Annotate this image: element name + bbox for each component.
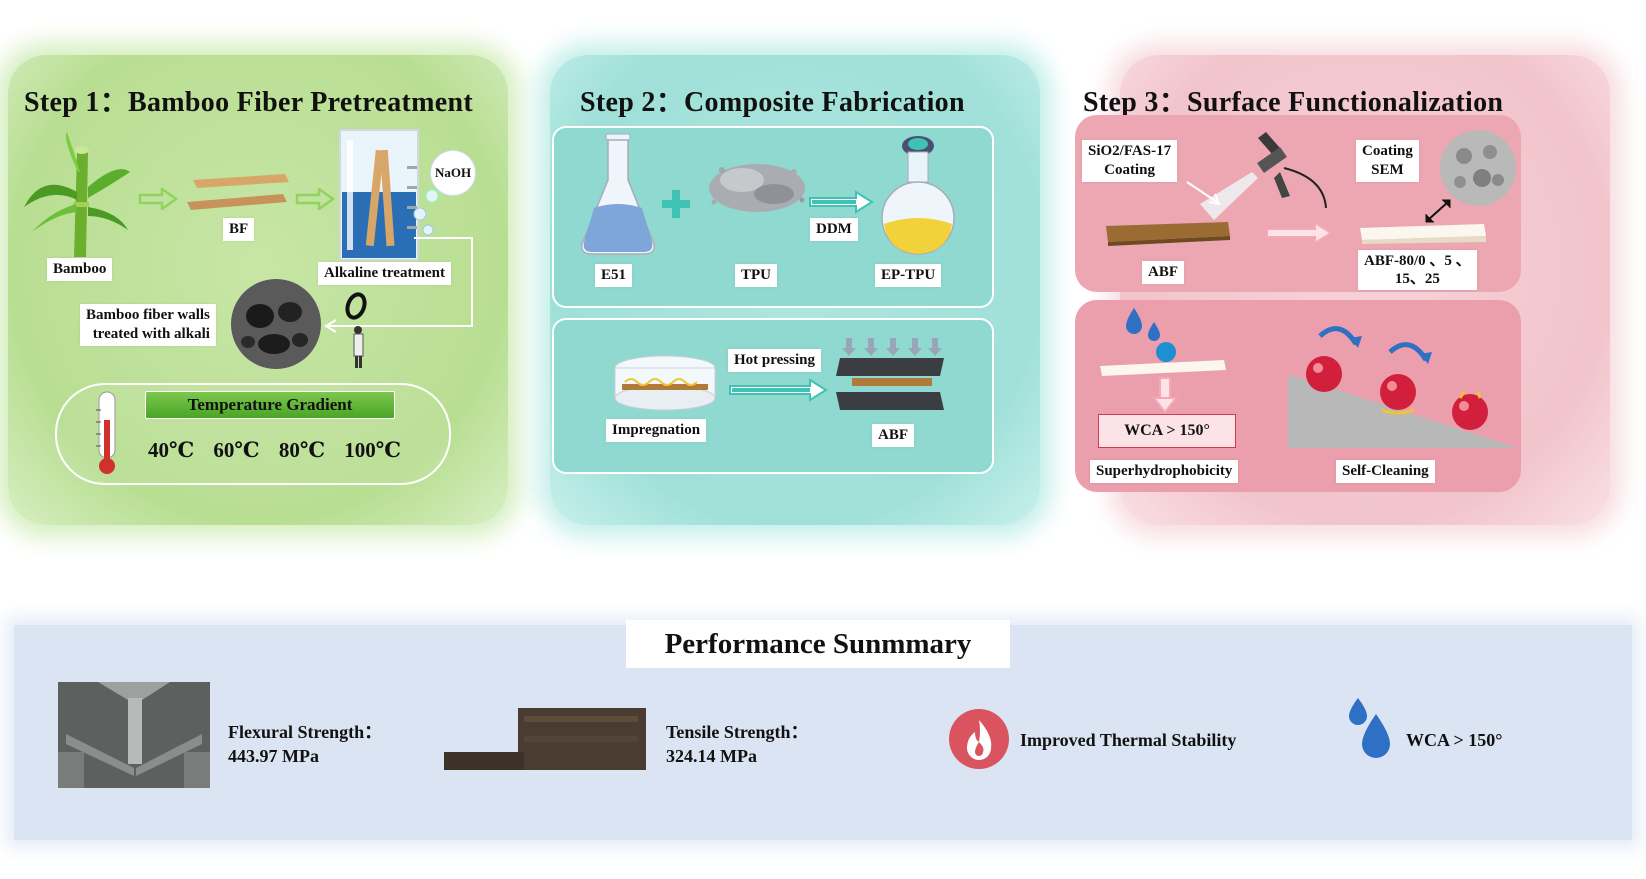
temperature-40: 40℃ [148,438,195,462]
flexural-strength-label: Flexural Strength： [228,722,383,742]
coating-label-line2: Coating [1104,162,1155,178]
temperature-100: 100℃ [344,438,401,462]
bf-label: BF [223,218,255,241]
coating-label-line1: SiO2/FAS-17 [1088,143,1172,159]
abf-plank-icon [1106,222,1230,246]
tensile-strength-value: 324.14 MPa [666,746,757,766]
ddm-label: DDM [810,218,858,241]
petri-dish-icon [614,355,716,411]
self-cleaning-slope-icon [1288,326,1518,448]
sem-label: Coating SEM [1356,140,1419,182]
step3-title: Step 3：Surface Functionalization [1083,87,1504,118]
plus-icon [662,190,690,218]
flexural-strength: Flexural Strength： 443.97 MPa [228,720,382,768]
flexural-test-icon [58,682,210,788]
self-cleaning-label: Self-Cleaning [1336,460,1435,483]
abf-series-line2: 15、25 [1394,271,1440,287]
water-droplets-icon [1349,698,1390,758]
spray-gun-icon [1200,132,1327,220]
flexural-strength-value: 443.97 MPa [228,746,319,766]
sem-label-line2: SEM [1371,162,1404,178]
ep-tpu-label: EP-TPU [875,264,942,287]
temperature-gradient-title: Temperature Gradient [145,391,395,419]
temperature-80: 80℃ [278,438,326,462]
connector-line [324,237,473,333]
abf-series-line1: ABF-80/0 、5 、 [1364,253,1471,269]
coating-label: SiO2/FAS-17 Coating [1082,140,1178,182]
performance-title: Performance Sunmmary [626,620,1010,668]
impregnation-label: Impregnation [606,419,707,442]
tensile-sample-icon [444,708,646,770]
alkaline-treatment-label: Alkaline treatment [318,262,451,285]
abf-series-label: ABF-80/0 、5 、 15、25 [1358,250,1477,290]
tensile-strength-label: Tensile Strength： [666,722,809,742]
walls-label-line1: Bamboo fiber walls [86,307,210,323]
bubbles-icon [413,189,439,236]
thermometer-icon [96,391,116,474]
arrow-right-icon [295,188,335,210]
erlenmeyer-flask-icon [580,133,656,255]
arrow-right-icon [729,378,828,402]
hot-pressing-label: Hot pressing [728,349,821,372]
abf-label-step3: ABF [1142,261,1184,284]
bamboo-label: Bamboo [47,258,113,281]
walls-label-line2: treated with alkali [92,326,210,342]
arrow-right-icon [809,190,874,214]
walls-label: Bamboo fiber walls treated with alkali [80,304,216,346]
sem-label-line1: Coating [1362,143,1413,159]
flame-icon [949,709,1009,769]
abf-label-step2: ABF [872,424,914,447]
wca-box: WCA > 150° [1098,414,1236,448]
water-droplets-icon [1126,308,1160,341]
droplet-on-plank-icon [1100,342,1226,414]
wca-summary: WCA > 150° [1406,730,1503,750]
naoh-badge: NaOH [430,150,476,196]
e51-label: E51 [595,264,633,287]
coating-sem-image-icon [1440,130,1516,206]
temperature-60: 60℃ [213,438,260,462]
bamboo-fiber-sticks-icon [187,174,289,210]
hot-press-stack-icon [836,338,944,410]
tensile-strength: Tensile Strength： 324.14 MPa [666,720,809,768]
tpu-label: TPU [735,264,777,287]
sem-microscopy-icon [231,279,321,369]
beaker-icon [339,129,419,261]
thermal-stability: Improved Thermal Stability [1020,730,1237,750]
tpu-granules-icon [709,164,805,212]
arrow-right-icon [1266,222,1333,244]
researcher-magnifier-icon [345,292,367,368]
round-flask-icon [881,136,955,255]
double-arrow-icon [1425,199,1451,223]
bamboo-plant-icon [24,132,130,257]
temperature-list: 40℃ 60℃ 80℃ 100℃ [148,437,401,463]
step2-title: Step 2：Composite Fabrication [580,87,965,118]
step1-title: Step 1：Bamboo Fiber Pretreatment [24,87,473,118]
arrow-right-icon [138,188,178,210]
pointer-arrow-icon [1186,181,1221,206]
superhydrophobicity-label: Superhydrophobicity [1090,460,1239,483]
coated-abf-plank-icon [1360,224,1486,244]
